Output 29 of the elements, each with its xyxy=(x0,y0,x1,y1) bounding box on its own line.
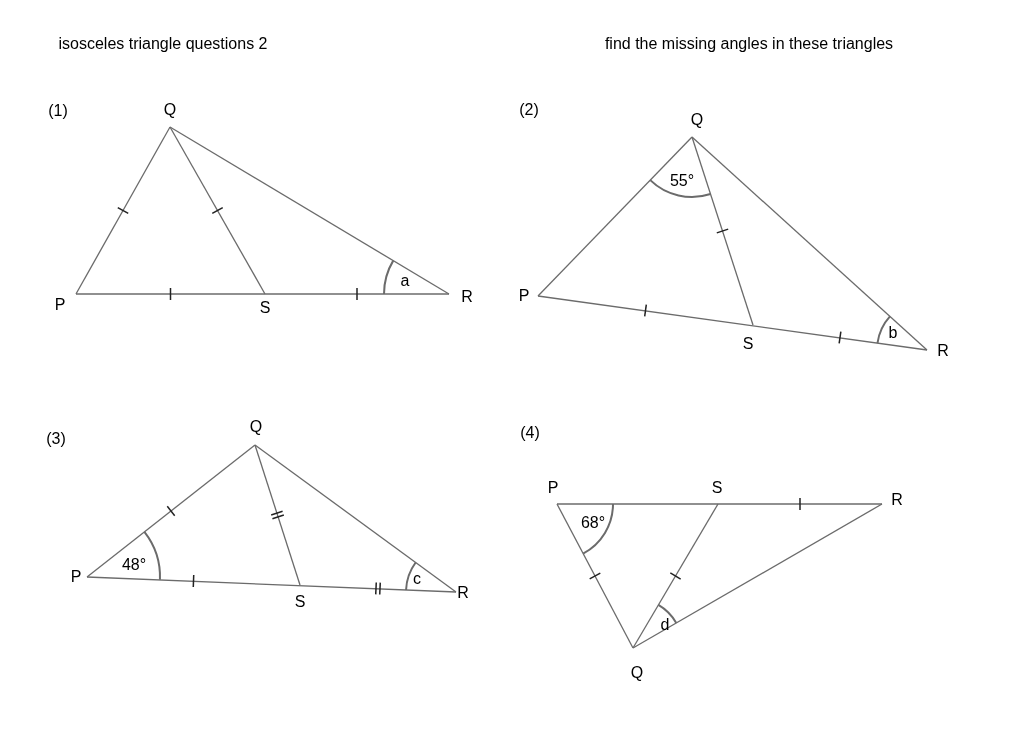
vertex-label: R xyxy=(457,585,469,601)
vertex-label: Q xyxy=(163,102,177,118)
angle-label: 48° xyxy=(121,557,147,573)
vertex-label: Q xyxy=(630,665,644,681)
question-number: (1) xyxy=(48,103,68,119)
question-number: (4) xyxy=(520,425,540,441)
question-number: (2) xyxy=(519,102,539,118)
vertex-label: P xyxy=(70,569,82,585)
instruction: find the missing angles in these triangles xyxy=(604,36,894,52)
vertex-label: P xyxy=(547,480,559,496)
question-number: (3) xyxy=(46,431,66,447)
angle-label: b xyxy=(888,325,898,341)
angle-label: a xyxy=(400,273,410,289)
vertex-label: Q xyxy=(249,419,263,435)
vertex-label: P xyxy=(518,288,530,304)
vertex-label: R xyxy=(937,343,949,359)
vertex-label: P xyxy=(54,297,66,313)
vertex-label: S xyxy=(259,300,271,316)
angle-label: d xyxy=(660,617,670,633)
vertex-label: Q xyxy=(690,112,704,128)
vertex-label: S xyxy=(711,480,723,496)
angle-label: 55° xyxy=(669,173,695,189)
angle-label: 68° xyxy=(580,515,606,531)
vertex-label: R xyxy=(461,289,473,305)
heading: isosceles triangle questions 2 xyxy=(58,36,268,52)
vertex-label: R xyxy=(891,492,903,508)
angle-label: c xyxy=(413,571,421,587)
vertex-label: S xyxy=(294,594,306,610)
vertex-label: S xyxy=(742,336,754,352)
